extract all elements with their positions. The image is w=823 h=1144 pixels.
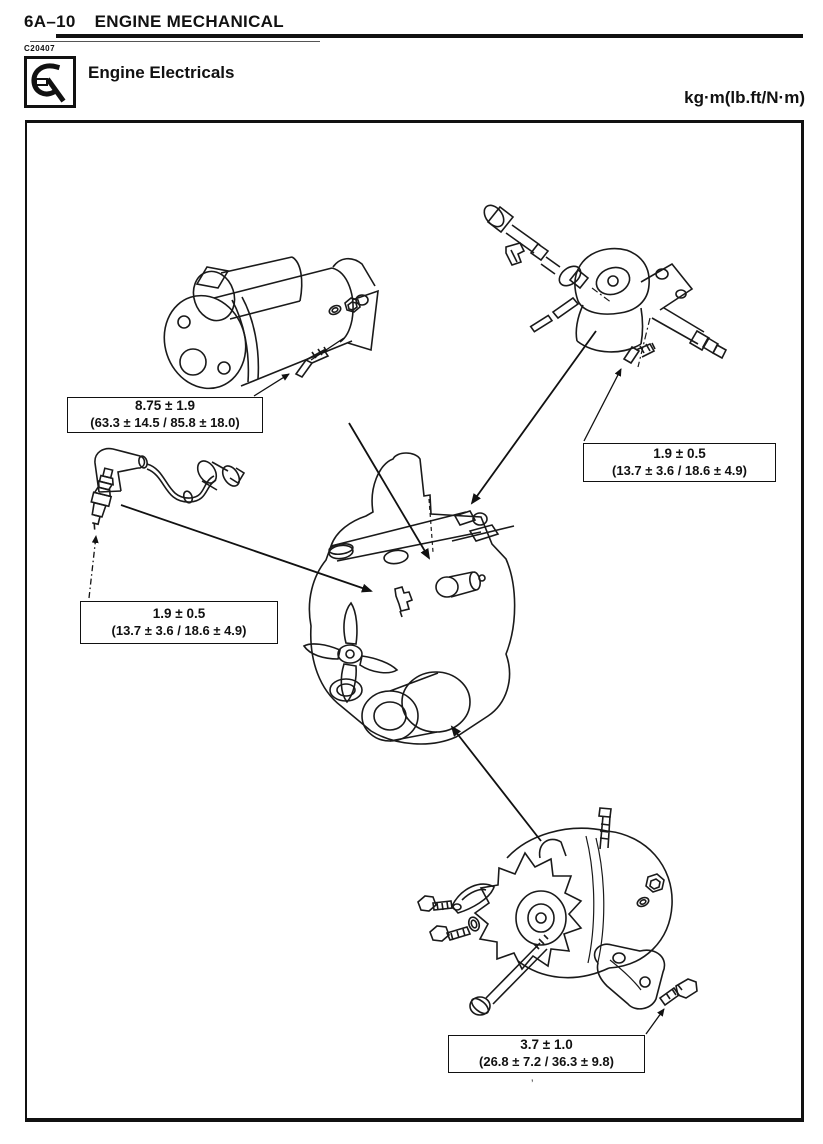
torque-callout-distributor: 1.9 ± 0.5 (13.7 ± 3.6 / 18.6 ± 4.9): [583, 443, 776, 482]
starter-motor-drawing: [152, 257, 378, 399]
leader-distributor-box: [584, 368, 621, 441]
header-rule: [56, 34, 803, 38]
torque-converted: (13.7 ± 3.6 / 18.6 ± 4.9): [111, 622, 247, 638]
wrench-logo-icon: [24, 56, 76, 108]
torque-units-label: kg·m(lb.ft/N·m): [684, 88, 805, 107]
arrow-alternator-to-engine: [450, 725, 541, 841]
engine-block-drawing: [304, 453, 515, 744]
alternator-drawing: [418, 808, 697, 1016]
page-header: 6A–10 ENGINE MECHANICAL: [24, 12, 284, 32]
arrow-plug-to-engine: [121, 505, 373, 593]
arrow-starter-to-engine: [349, 423, 431, 560]
distributor-drawing: [480, 202, 726, 367]
torque-callout-starter: 8.75 ± 1.9 (63.3 ± 14.5 / 85.8 ± 18.0): [67, 397, 263, 433]
spark-plug-wire-drawing: [85, 449, 244, 532]
leader-starter-box: [254, 374, 290, 396]
page-number: 6A–10: [24, 12, 76, 31]
callout-leaders: [89, 338, 665, 1034]
chapter-title: ENGINE MECHANICAL: [94, 12, 284, 31]
leader-plug-box: [89, 535, 99, 598]
torque-value: 1.9 ± 0.5: [653, 445, 706, 461]
torque-value: 3.7 ± 1.0: [520, 1037, 573, 1053]
torque-value: 1.9 ± 0.5: [152, 605, 206, 621]
leader-alternator-box: [646, 1008, 665, 1034]
pointer-arrows: [121, 331, 596, 841]
figure-reference-code: C20407: [24, 44, 56, 53]
torque-converted: (63.3 ± 14.5 / 85.8 ± 18.0): [90, 415, 240, 431]
figure-title: Engine Electricals: [88, 63, 235, 82]
torque-converted: (13.7 ± 3.6 / 18.6 ± 4.9): [612, 462, 747, 478]
torque-value: 8.75 ± 1.9: [135, 398, 195, 414]
header-rule-artifact: [30, 41, 320, 42]
print-artifact-mark: ’: [531, 1078, 534, 1090]
torque-callout-alternator: 3.7 ± 1.0 (26.8 ± 7.2 / 36.3 ± 9.8): [448, 1035, 645, 1073]
torque-callout-spark-plug: 1.9 ± 0.5 (13.7 ± 3.6 / 18.6 ± 4.9): [80, 601, 278, 644]
arrow-distributor-to-engine: [470, 331, 596, 505]
diagram-frame: [25, 120, 804, 1122]
torque-converted: (26.8 ± 7.2 / 36.3 ± 9.8): [479, 1054, 614, 1070]
